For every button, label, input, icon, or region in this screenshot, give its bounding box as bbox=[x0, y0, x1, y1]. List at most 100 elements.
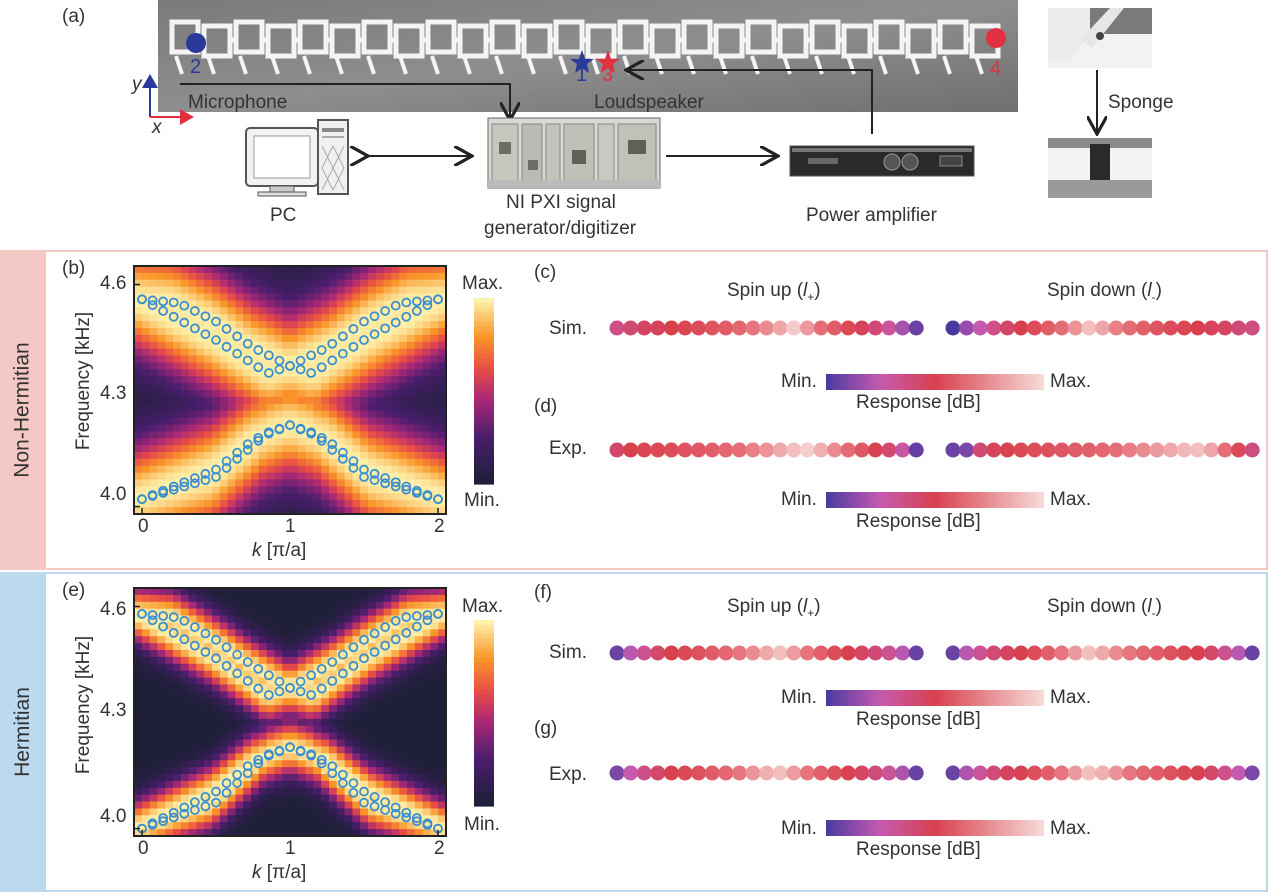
heatmap-cell bbox=[258, 266, 268, 274]
cbar2-min: Min. bbox=[781, 489, 817, 510]
heatmap-cell bbox=[274, 829, 283, 837]
heatmap-cell bbox=[180, 266, 190, 274]
heatmap-cell bbox=[329, 622, 338, 630]
heatmap-cell bbox=[399, 650, 408, 658]
heatmap-cell bbox=[313, 321, 322, 329]
heatmap-cell bbox=[344, 472, 353, 481]
heatmap-cell bbox=[196, 445, 205, 453]
heatmap-cell bbox=[219, 787, 229, 796]
heatmap-cell bbox=[344, 677, 353, 686]
heatmap-cell bbox=[321, 300, 330, 308]
heatmap-cell bbox=[282, 656, 291, 665]
colorbar-segment bbox=[474, 409, 494, 415]
band-point bbox=[253, 758, 264, 769]
heatmap-cell bbox=[344, 493, 353, 501]
heatmap-cell bbox=[290, 712, 299, 720]
heatmap-cell bbox=[157, 369, 166, 377]
heatmap-cell bbox=[165, 500, 174, 508]
heatmap-cell bbox=[227, 383, 236, 391]
xlabel-e: k [π/a] bbox=[252, 862, 306, 884]
point-4-marker bbox=[986, 28, 1006, 48]
band-point bbox=[295, 355, 306, 366]
heatmap-cell bbox=[157, 479, 166, 488]
heatmap-cell bbox=[360, 622, 369, 630]
heatmap-cell bbox=[235, 383, 244, 391]
heatmap-cell bbox=[149, 355, 158, 364]
heatmap-cell bbox=[227, 822, 236, 830]
nonhermitian-row-frame bbox=[0, 250, 1268, 570]
heatmap-cell bbox=[243, 601, 252, 610]
heatmap-cell bbox=[290, 725, 299, 734]
heatmap-cell bbox=[383, 279, 392, 288]
heatmap-cell bbox=[375, 341, 385, 350]
heatmap-cell bbox=[141, 588, 151, 596]
heatmap-cell bbox=[235, 424, 244, 432]
heatmap-cell bbox=[399, 588, 408, 596]
heatmap-cell bbox=[188, 486, 197, 494]
heatmap-cell bbox=[438, 403, 447, 412]
heatmap-cell bbox=[352, 636, 361, 644]
heatmap-cell bbox=[243, 266, 252, 274]
heatmap-cell bbox=[305, 753, 314, 761]
heatmap-cell bbox=[157, 321, 166, 329]
heatmap-cell bbox=[430, 307, 439, 315]
heatmap-cell bbox=[368, 774, 377, 782]
heatmap-cell bbox=[149, 507, 158, 515]
heatmap-cell bbox=[180, 334, 190, 343]
heatmap-cell bbox=[391, 500, 400, 508]
heatmap-cell bbox=[173, 705, 182, 713]
heatmap-cell bbox=[329, 465, 338, 474]
heatmap-cell bbox=[399, 774, 408, 782]
lattice-strut bbox=[238, 55, 248, 75]
heatmap-cell bbox=[290, 787, 299, 796]
heatmap-cell bbox=[219, 712, 229, 720]
heatmap-cell bbox=[282, 493, 291, 501]
heatmap-cell bbox=[235, 629, 244, 637]
heatmap-cell bbox=[235, 472, 244, 481]
heatmap-cell bbox=[422, 774, 431, 782]
heatmap-cell bbox=[336, 383, 346, 391]
cbar3-title: Response [dB] bbox=[856, 709, 981, 730]
heatmap-cell bbox=[188, 780, 197, 789]
heatmap-cell bbox=[399, 279, 408, 288]
heatmap-cell bbox=[243, 452, 252, 460]
heatmap-cell bbox=[188, 376, 197, 384]
heatmap-cell bbox=[204, 424, 213, 432]
heatmap-cell bbox=[149, 636, 158, 644]
heatmap-cell bbox=[430, 286, 439, 295]
heatmap-cell bbox=[243, 383, 252, 391]
cb-e-min: Min. bbox=[464, 814, 500, 835]
heatmap-cell bbox=[196, 718, 205, 727]
heatmap-cell bbox=[141, 746, 151, 754]
heatmap-cell bbox=[235, 663, 244, 672]
heatmap-cell bbox=[188, 601, 197, 610]
heatmap-cell bbox=[344, 362, 353, 370]
heatmap-cell bbox=[204, 718, 213, 727]
heatmap-cell bbox=[204, 643, 213, 651]
lattice-cell bbox=[361, 19, 393, 55]
heatmap-cell bbox=[360, 801, 369, 810]
band-point bbox=[380, 622, 391, 633]
heatmap-cell bbox=[407, 622, 416, 630]
heatmap-cell bbox=[407, 424, 416, 432]
heatmap-cell bbox=[196, 677, 205, 686]
heatmap-cell bbox=[336, 656, 346, 665]
heatmap-cell bbox=[430, 677, 439, 686]
dispersion-plots bbox=[133, 265, 494, 837]
heatmap-cell bbox=[399, 594, 408, 603]
heatmap-cell bbox=[188, 445, 197, 453]
heatmap-cell bbox=[430, 622, 439, 630]
heatmap-cell bbox=[438, 314, 447, 322]
xlabel-b-unit: [π/a] bbox=[261, 540, 307, 561]
heatmap-cell bbox=[235, 369, 244, 377]
band-point bbox=[189, 323, 200, 334]
heatmap-cell bbox=[375, 486, 385, 494]
band-point bbox=[359, 335, 369, 345]
heatmap-cell bbox=[422, 438, 431, 446]
band-point bbox=[179, 808, 190, 819]
lattice-cell bbox=[937, 19, 969, 55]
heatmap-cell bbox=[188, 670, 197, 679]
heatmap-cell bbox=[383, 608, 392, 617]
heatmap-cell bbox=[344, 452, 353, 460]
heatmap-cell bbox=[235, 486, 244, 494]
